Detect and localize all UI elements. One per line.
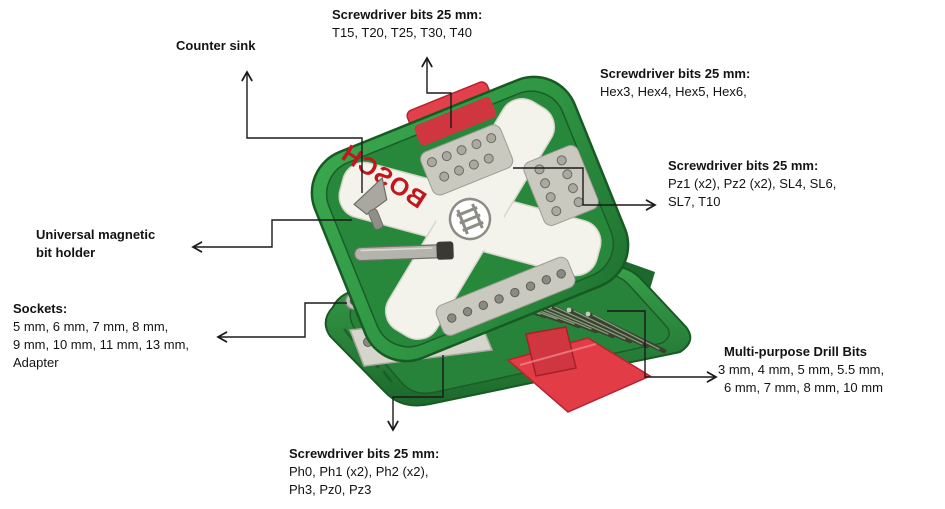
callout-line-bit-holder <box>191 219 352 253</box>
callout-title: Screwdriver bits 25 mm: <box>668 158 819 173</box>
callout-title: Screwdriver bits 25 mm: <box>600 66 751 81</box>
callout-line-text: Hex3, Hex4, Hex5, Hex6, <box>600 84 747 99</box>
callout-title: Screwdriver bits 25 mm: <box>332 7 483 22</box>
callout-line-text: 3 mm, 4 mm, 5 mm, 5.5 mm, <box>718 362 885 377</box>
callout-title: Counter sink <box>176 38 256 53</box>
pz-sl-bits-cluster <box>523 144 599 226</box>
callout-line-ph-pz-bits <box>387 355 444 432</box>
lid-bottom-bits-strip <box>435 256 576 336</box>
red-stand <box>506 326 652 413</box>
callout-lines <box>191 56 718 432</box>
callout-label-drill-bits: Multi-purpose Drill Bits 3 mm, 4 mm, 5 m… <box>718 343 884 397</box>
callout-label-bit-holder: Universal magnetic bit holder <box>36 226 174 262</box>
callout-line-text: 6 mm, 7 mm, 8 mm, 10 mm <box>724 380 883 395</box>
callout-label-sockets: Sockets: 5 mm, 6 mm, 7 mm, 8 mm, 9 mm, 1… <box>13 300 189 372</box>
latch-lip <box>414 97 497 146</box>
magnetic-bit-holder <box>354 241 454 262</box>
callout-label-hex-bits: Screwdriver bits 25 mm: Hex3, Hex4, Hex5… <box>600 65 750 101</box>
torx-bits-cluster <box>420 124 514 196</box>
callout-line-torx-bits <box>421 56 452 128</box>
callout-title: Screwdriver bits 25 mm: <box>289 446 440 461</box>
callout-title: Sockets: <box>13 301 68 316</box>
counter-sink-tool <box>353 176 388 230</box>
callout-label-torx-bits: Screwdriver bits 25 mm: T15, T20, T25, T… <box>332 6 482 42</box>
callout-line-pz-sl-bits <box>513 167 657 211</box>
callout-title: Multi-purpose Drill Bits <box>724 344 867 359</box>
callout-line-text: T15, T20, T25, T30, T40 <box>332 25 472 40</box>
callout-label-ph-pz-bits: Screwdriver bits 25 mm: Ph0, Ph1 (x2), P… <box>289 445 439 499</box>
callout-line-text: Adapter <box>13 355 59 370</box>
callout-title: Universal magnetic bit holder <box>36 227 156 260</box>
callout-line-text: SL7, T10 <box>668 194 721 209</box>
case-lid: BOSCH <box>310 75 630 363</box>
callout-line-text: Pz1 (x2), Pz2 (x2), SL4, SL6, <box>668 176 837 191</box>
callout-line-text: Ph0, Ph1 (x2), Ph2 (x2), <box>289 464 429 479</box>
callout-line-text: Ph3, Pz0, Pz3 <box>289 482 372 497</box>
callout-line-sockets <box>216 302 347 343</box>
callout-line-text: 9 mm, 10 mm, 11 mm, 13 mm, <box>13 337 190 352</box>
callout-line-drill-bits <box>607 310 718 383</box>
callout-label-pz-sl-bits: Screwdriver bits 25 mm: Pz1 (x2), Pz2 (x… <box>668 157 836 211</box>
bosch-emblem-icon <box>448 197 492 241</box>
product-photo: BOSCH <box>310 75 692 413</box>
callout-line-text: 5 mm, 6 mm, 7 mm, 8 mm, <box>13 319 169 334</box>
callout-line-counter-sink <box>241 70 363 193</box>
callout-label-counter-sink: Counter sink <box>176 37 255 55</box>
